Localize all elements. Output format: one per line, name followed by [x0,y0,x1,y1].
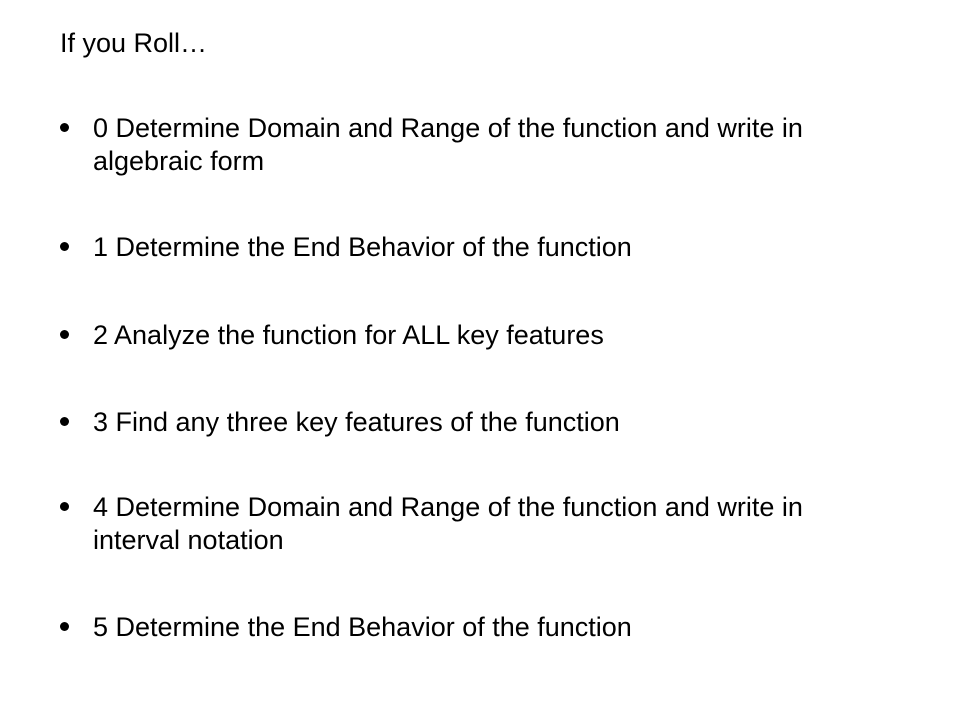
bullet-dot-icon [60,330,69,339]
bullet-text: 4 Determine Domain and Range of the func… [93,492,803,555]
bullet-item-1: 1 Determine the End Behavior of the func… [60,231,920,264]
bullet-dot-icon [60,123,69,132]
bullet-dot-icon [60,502,69,511]
bullet-item-0: 0 Determine Domain and Range of the func… [60,112,920,178]
bullet-text: 3 Find any three key features of the fun… [93,407,620,437]
bullet-text: 5 Determine the End Behavior of the func… [93,612,632,642]
bullet-text: 1 Determine the End Behavior of the func… [93,232,632,262]
bullet-item-2: 2 Analyze the function for ALL key featu… [60,319,920,352]
bullet-dot-icon [60,242,69,251]
bullet-dot-icon [60,622,69,631]
bullet-text: 2 Analyze the function for ALL key featu… [93,320,604,350]
bullet-item-5: 5 Determine the End Behavior of the func… [60,611,920,644]
bullet-item-3: 3 Find any three key features of the fun… [60,406,920,439]
slide-heading: If you Roll… [60,28,208,58]
bullet-dot-icon [60,417,69,426]
bullet-text: 0 Determine Domain and Range of the func… [93,113,803,176]
bullet-item-4: 4 Determine Domain and Range of the func… [60,491,920,557]
